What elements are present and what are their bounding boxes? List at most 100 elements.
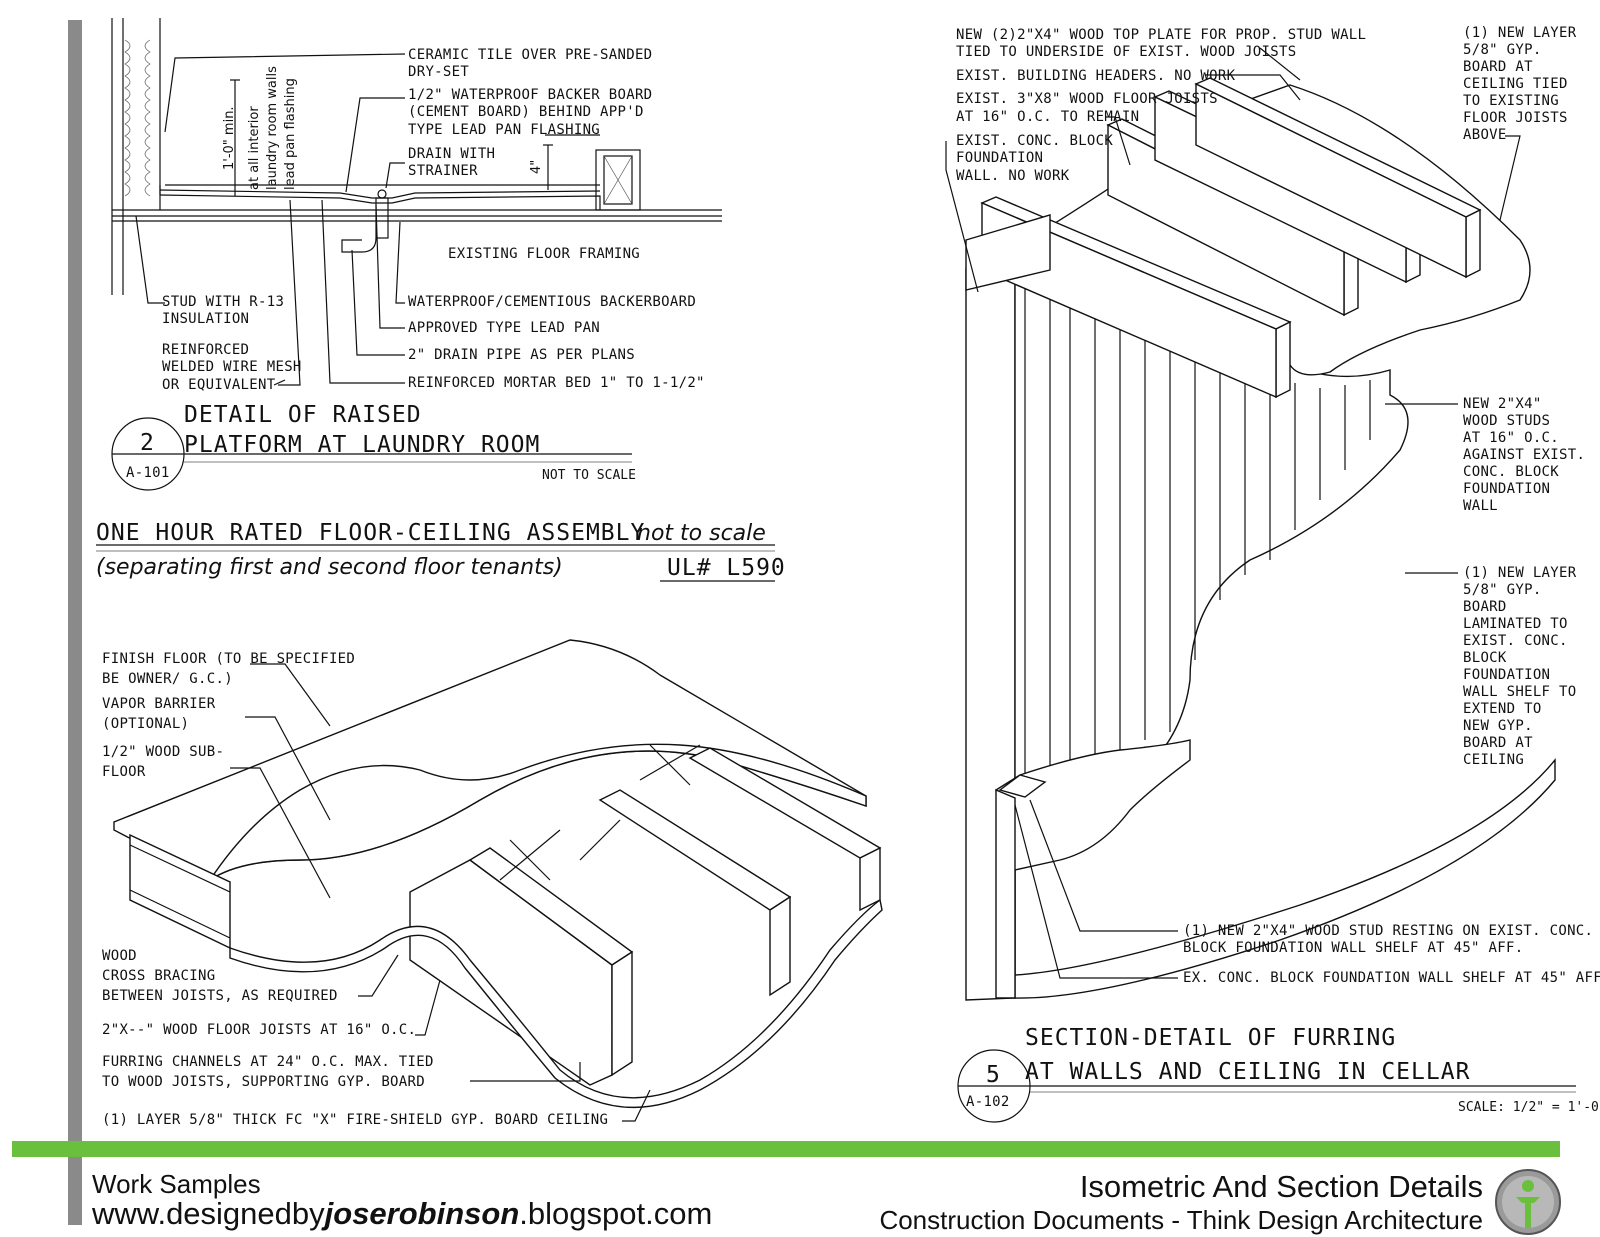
assembly-ul: UL# L590 [667,555,786,581]
as-callout-furring: FURRING CHANNELS AT 24" O.C. MAX. TIED [102,1054,434,1070]
as-callout-gyp: (1) LAYER 5/8" THICK FC "X" FIRE-SHIELD … [102,1112,608,1128]
as-callout-finish-2: BE OWNER/ G.C.) [102,671,233,687]
as-callout-furring-2: TO WOOD JOISTS, SUPPORTING GYP. BOARD [102,1074,425,1090]
d5-gyp-ceiling-4: CEILING TIED [1463,76,1568,92]
d5-scale: SCALE: 1/2" = 1'-0" [1458,1100,1600,1115]
d5-gyp-wall-1: (1) NEW LAYER [1463,565,1577,581]
detail-5-cellar-furring [945,47,1576,1123]
d5-callout-foundation: EXIST. CONC. BLOCK [956,133,1113,149]
d2-existing-framing: EXISTING FLOOR FRAMING [448,246,640,262]
d5-callout-foundation-2: FOUNDATION [956,150,1043,166]
d5-studs-5: CONC. BLOCK [1463,464,1559,480]
d5-gyp-ceiling-2: 5/8" GYP. [1463,42,1542,58]
d2-callout-drainpipe: 2" DRAIN PIPE AS PER PLANS [408,347,635,363]
d5-callout-stud-shelf: (1) NEW 2"X4" WOOD STUD RESTING ON EXIST… [1183,923,1593,939]
d5-studs-1: NEW 2"X4" [1463,396,1542,412]
as-callout-bracing: WOOD [102,948,137,964]
d5-gyp-ceiling-7: ABOVE [1463,127,1507,143]
d5-callout-headers: EXIST. BUILDING HEADERS. NO WORK [956,68,1236,84]
d2-callout-mesh-2: WELDED WIRE MESH [162,359,302,375]
d5-studs-7: WALL [1463,498,1498,514]
d5-studs-2: WOOD STUDS [1463,413,1550,429]
d5-gyp-wall-2: 5/8" GYP. [1463,582,1542,598]
as-callout-bracing-3: BETWEEN JOISTS, AS REQUIRED [102,988,338,1004]
d2-callout-tile-2: DRY-SET [408,64,469,80]
d2-callout-mesh: REINFORCED [162,342,249,358]
d5-callout-stud-shelf-2: BLOCK FOUNDATION WALL SHELF AT 45" AFF. [1183,940,1523,956]
footer-url-bold: joserobinson [321,1196,520,1231]
d5-callout-joists-2: AT 16" O.C. TO REMAIN [956,109,1139,125]
d5-number: 5 [986,1062,1001,1088]
d5-gyp-wall-12: CEILING [1463,752,1524,768]
footer-accent-band [12,1141,1560,1157]
d5-callout-topplate-2: TIED TO UNDERSIDE OF EXIST. WOOD JOISTS [956,44,1296,60]
left-margin-bar [68,20,82,1225]
d2-callout-drain: DRAIN WITH [408,146,495,162]
d5-callout-topplate: NEW (2)2"X4" WOOD TOP PLATE FOR PROP. ST… [956,27,1366,43]
d2-title-2: PLATFORM AT LAUNDRY ROOM [184,432,540,458]
d5-gyp-wall-9: EXTEND TO [1463,701,1542,717]
think-design-logo-icon [1495,1169,1561,1235]
d5-callout-joists: EXIST. 3"X8" WOOD FLOOR JOISTS [956,91,1218,107]
d2-dim-note-3: lead pan flashing [283,78,298,190]
d5-gyp-wall-4: LAMINATED TO [1463,616,1568,632]
d5-gyp-wall-6: BLOCK [1463,650,1507,666]
d2-callout-leadpan: APPROVED TYPE LEAD PAN [408,320,600,336]
d5-studs-4: AGAINST EXIST. [1463,447,1585,463]
as-callout-vapor: VAPOR BARRIER [102,696,216,712]
d2-callout-mesh-3: OR EQUIVALENT [162,377,276,393]
as-callout-finish: FINISH FLOOR (TO BE SPECIFIED [102,651,355,667]
d2-callout-stud: STUD WITH R-13 [162,294,284,310]
detail-2-laundry-platform [111,18,722,491]
d2-title-1: DETAIL OF RAISED [184,402,422,428]
d5-gyp-wall-7: FOUNDATION [1463,667,1550,683]
d5-callout-conc-shelf: EX. CONC. BLOCK FOUNDATION WALL SHELF AT… [1183,970,1600,986]
d5-gyp-ceiling-3: BOARD AT [1463,59,1533,75]
d2-sheet: A-101 [126,465,170,481]
d2-dim-note-2: laundry room walls [265,66,280,190]
as-callout-joists: 2"X--" WOOD FLOOR JOISTS AT 16" O.C. [102,1022,416,1038]
d2-callout-waterproof: WATERPROOF/CEMENTIOUS BACKERBOARD [408,294,696,310]
d5-studs-6: FOUNDATION [1463,481,1550,497]
footer-work-samples: Work Samples [92,1169,261,1199]
d5-gyp-ceiling-1: (1) NEW LAYER [1463,25,1577,41]
d2-dim-4: 4" [529,160,544,174]
d2-dim-min: 1'-0" min. [222,106,237,170]
assembly-subtitle: (separating first and second floor tenan… [96,555,563,580]
d2-dim-note-1: at all interior [247,106,262,190]
d5-title-2: AT WALLS AND CEILING IN CELLAR [1025,1059,1470,1085]
d5-gyp-wall-10: NEW GYP. [1463,718,1533,734]
d5-gyp-wall-11: BOARD AT [1463,735,1533,751]
as-callout-bracing-2: CROSS BRACING [102,968,215,984]
assembly-title: ONE HOUR RATED FLOOR-CEILING ASSEMBLY [96,520,645,546]
d2-callout-drain-2: STRAINER [408,163,478,179]
d2-callout-stud-2: INSULATION [162,311,249,327]
as-callout-subfloor: 1/2" WOOD SUB- [102,744,224,760]
footer-subheading: Construction Documents - Think Design Ar… [879,1205,1483,1235]
floor-ceiling-assembly-isometric [96,544,883,1122]
d5-title-1: SECTION-DETAIL OF FURRING [1025,1025,1396,1051]
footer-url[interactable]: www.designedbyjoserobinson.blogspot.com [91,1196,712,1231]
footer-url-prefix: www.designedby [91,1196,325,1231]
d5-gyp-ceiling-5: TO EXISTING [1463,93,1559,109]
d5-gyp-wall-5: EXIST. CONC. [1463,633,1568,649]
d2-callout-tile: CERAMIC TILE OVER PRE-SANDED [408,47,652,63]
d2-callout-backer-3: TYPE LEAD PAN FLASHING [408,122,600,138]
as-callout-vapor-2: (OPTIONAL) [102,716,189,732]
d5-studs-3: AT 16" O.C. [1463,430,1559,446]
d2-callout-mortar: REINFORCED MORTAR BED 1" TO 1-1/2" [408,375,705,391]
d5-gyp-ceiling-6: FLOOR JOISTS [1463,110,1568,126]
footer-heading: Isometric And Section Details [1080,1169,1483,1204]
d5-callout-foundation-3: WALL. NO WORK [956,168,1070,184]
d2-scale: NOT TO SCALE [542,468,636,483]
d5-gyp-wall-8: WALL SHELF TO [1463,684,1576,700]
d2-callout-backer: 1/2" WATERPROOF BACKER BOARD [408,87,652,103]
footer-url-suffix: .blogspot.com [519,1196,712,1231]
d5-sheet: A-102 [966,1094,1010,1110]
assembly-scale: not to scale [637,521,766,546]
as-callout-subfloor-2: FLOOR [102,764,146,780]
d2-number: 2 [140,430,155,456]
d2-callout-backer-2: (CEMENT BOARD) BEHIND APP'D [408,104,644,120]
d5-gyp-wall-3: BOARD [1463,599,1507,615]
